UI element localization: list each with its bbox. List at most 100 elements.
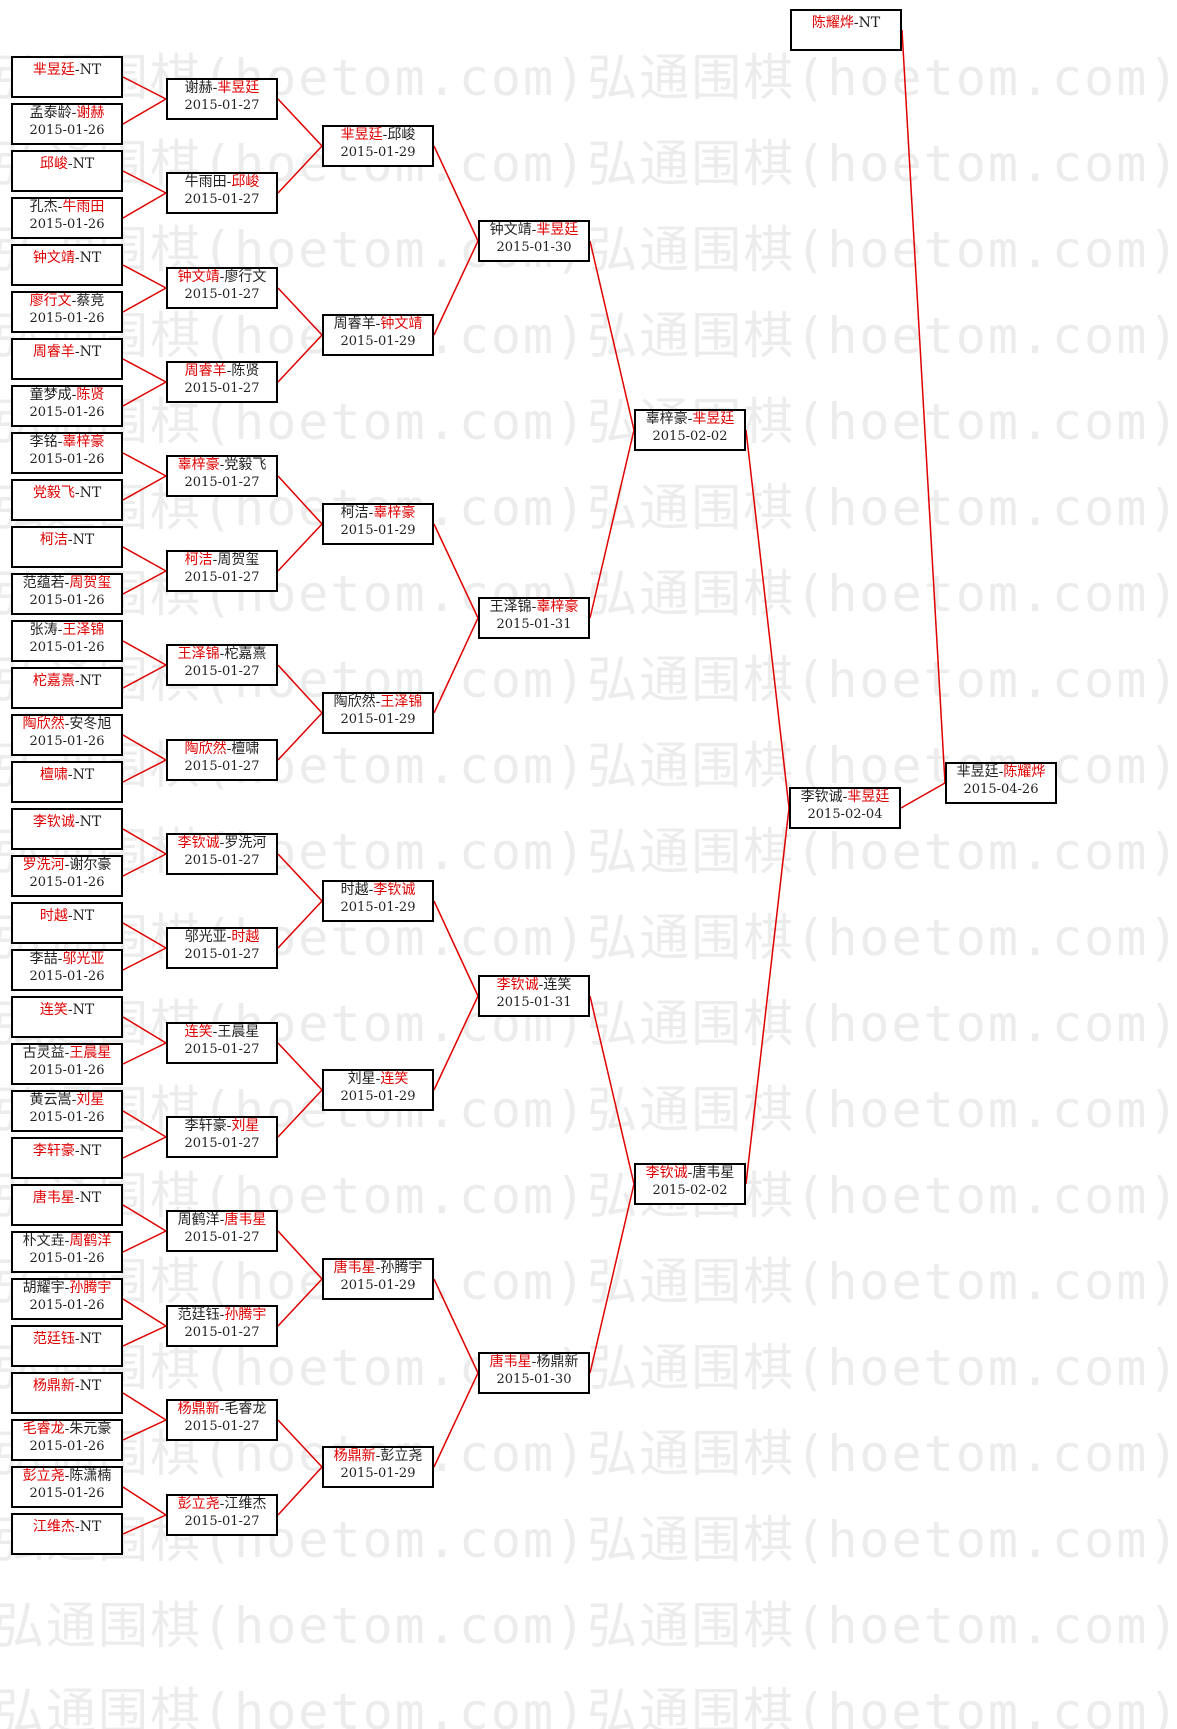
- player-separator: -: [226, 929, 232, 945]
- player-separator: -: [538, 977, 544, 993]
- winner-name: 李钦诚: [645, 1165, 688, 1181]
- match-box[interactable]: 杨鼎新-NT: [11, 1372, 123, 1414]
- match-date: 2015-01-26: [29, 1063, 105, 1078]
- match-date: 2015-04-26: [963, 782, 1039, 797]
- match-box[interactable]: 时越-NT: [11, 902, 123, 944]
- match-box[interactable]: 李钦诚-NT: [11, 808, 123, 850]
- match-players: 孔杰-牛雨田: [30, 199, 105, 215]
- match-box[interactable]: 陈耀烨-NT: [790, 9, 902, 51]
- match-box[interactable]: 柯洁-NT: [11, 526, 123, 568]
- match-box[interactable]: 芈昱廷-NT: [11, 56, 123, 98]
- match-box[interactable]: 范廷钰-NT: [11, 1325, 123, 1367]
- player-separator: -: [67, 532, 73, 548]
- player-separator: -: [375, 1071, 381, 1087]
- loser-name: NT: [72, 156, 95, 172]
- match-box[interactable]: 柁嘉熹-NT: [11, 667, 123, 709]
- bracket-connector: [277, 712, 323, 761]
- player-separator: -: [687, 1165, 693, 1181]
- winner-name: 檀啸: [39, 767, 68, 783]
- player-separator: -: [998, 764, 1004, 780]
- winner-name: 辜梓豪: [177, 457, 220, 473]
- match-box[interactable]: 连笑-NT: [11, 996, 123, 1038]
- match-box[interactable]: 钟文靖-NT: [11, 244, 123, 286]
- match-box[interactable]: 党毅飞-NT: [11, 479, 123, 521]
- match-players: 柯洁-周贺玺: [185, 552, 260, 568]
- match-box[interactable]: 檀啸-NT: [11, 761, 123, 803]
- bracket-connector: [433, 1372, 479, 1468]
- match-players: 廖行文-蔡竞: [30, 293, 105, 309]
- player-separator: -: [219, 646, 225, 662]
- match-box[interactable]: 唐韦星-NT: [11, 1184, 123, 1226]
- match-players: 谢赫-芈昱廷: [185, 80, 260, 96]
- bracket-connector: [122, 546, 167, 572]
- winner-name: 陈耀烨: [811, 15, 854, 31]
- player-separator: -: [212, 1024, 218, 1040]
- player-separator: -: [382, 127, 388, 143]
- winner-name: 杨鼎新: [32, 1378, 75, 1394]
- player-separator: -: [64, 857, 70, 873]
- match-box[interactable]: 周睿羊-NT: [11, 338, 123, 380]
- winner-name: 钟文靖: [32, 250, 75, 266]
- match-box[interactable]: 李轩豪-NT: [11, 1137, 123, 1179]
- bracket-connector: [277, 475, 323, 525]
- winner-name: 邬光亚: [62, 951, 105, 967]
- match-box[interactable]: 江维杰-NT: [11, 1513, 123, 1555]
- player-separator: -: [57, 199, 63, 215]
- player-separator: -: [74, 1190, 80, 1206]
- winner-name: 王泽锦: [177, 646, 220, 662]
- match-box[interactable]: 邱峻-NT: [11, 150, 123, 192]
- loser-name: NT: [79, 1378, 102, 1394]
- player-separator: -: [531, 222, 537, 238]
- loser-name: NT: [79, 1331, 102, 1347]
- winner-name: 唐韦星: [224, 1212, 267, 1228]
